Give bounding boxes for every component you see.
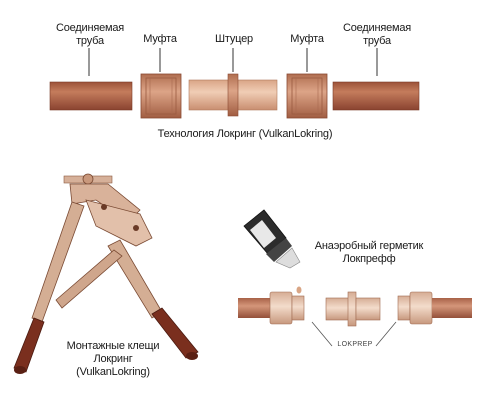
label-sealant: Анаэробный герметик Локпрефф	[304, 240, 434, 266]
label-tool-line3: (VulkanLokring)	[76, 366, 150, 378]
sealant-bottle	[243, 209, 302, 294]
label-sealant-line2: Локпрефф	[342, 253, 396, 265]
label-sealant-line1: Анаэробный герметик	[314, 240, 424, 252]
label-pipe-right: Соединяемая труба	[336, 22, 418, 48]
pipe-left	[49, 81, 133, 111]
label-coupling-right: Муфта	[290, 33, 324, 45]
label-pipe-right-line2: труба	[363, 35, 391, 47]
coupling-right	[286, 73, 328, 119]
label-fitting: Штуцер	[215, 33, 253, 45]
label-pipe-right-line1: Соединяемая	[342, 22, 412, 34]
label-tool-line1: Монтажные клещи	[66, 340, 160, 352]
pipe-right	[332, 81, 420, 111]
crimping-tool	[13, 173, 199, 374]
label-tool: Монтажные клещи Локринг (VulkanLokring)	[58, 340, 168, 379]
bottle-mark-label: LOKPREP	[337, 341, 373, 348]
label-pipe-left-line2: труба	[76, 35, 104, 47]
coupling-left	[140, 73, 182, 119]
technology-caption: Технология Локринг (VulkanLokring)	[157, 128, 333, 140]
joint-assembly	[238, 291, 472, 347]
label-pipe-left-line1: Соединяемая	[55, 22, 125, 34]
label-tool-line2: Локринг	[93, 353, 133, 365]
fitting	[188, 73, 278, 117]
label-coupling-left: Муфта	[143, 33, 177, 45]
label-pipe-left: Соединяемая труба	[50, 22, 130, 48]
